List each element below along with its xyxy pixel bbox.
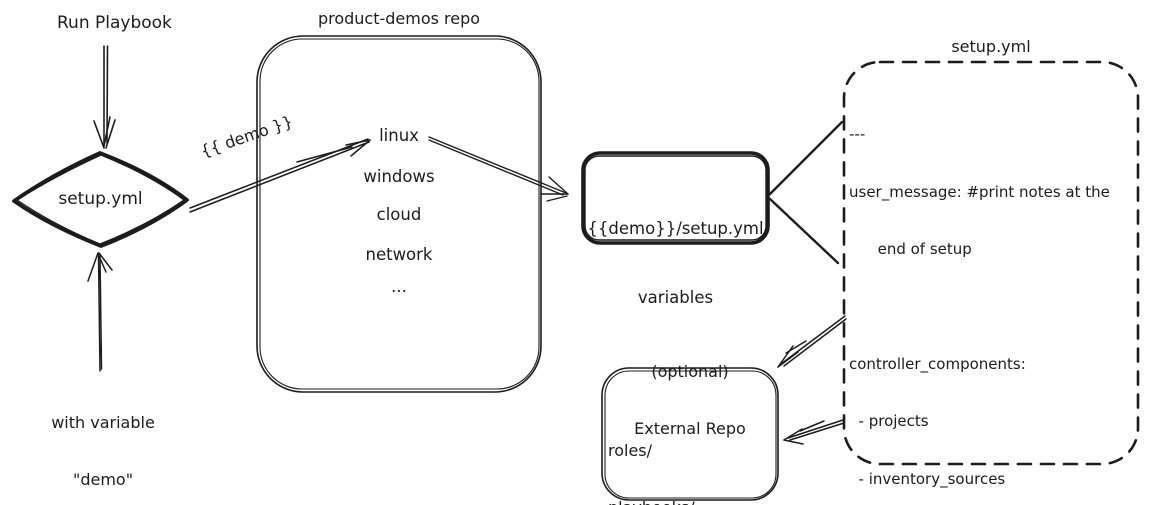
with-variable-line2: "demo" [72, 470, 134, 489]
product-demos-title: product-demos repo [317, 9, 481, 28]
with-variable-arrow [87, 252, 113, 372]
yaml-line: - projects [849, 412, 929, 431]
external-repo-content: roles/ playbooks/ .... [608, 403, 695, 505]
yaml-line: --- [849, 125, 866, 144]
product-demos-item-network: network [365, 245, 433, 264]
job-templates-to-external-arrow [783, 419, 845, 445]
variables-to-setupyml-connector [768, 120, 844, 265]
yaml-line [849, 298, 1135, 317]
yaml-line: user_message: #print notes at the [849, 182, 1110, 201]
product-demos-box-shape [256, 35, 542, 393]
external-repo-title-line2: External Repo [634, 419, 746, 438]
with-variable-line1: with variable [51, 413, 155, 432]
yaml-line: - inventory_sources [849, 469, 1006, 488]
external-repo-item-playbooks: playbooks/ [608, 498, 695, 505]
with-variable-label: with variable "demo" [38, 375, 168, 505]
setup-yml-title: setup.yml [951, 37, 1031, 56]
run-playbook-arrow [93, 45, 116, 149]
projects-to-external-arrow [777, 315, 847, 368]
product-demos-item-ellipsis: ... [391, 277, 407, 296]
external-repo-title-line1: (optional) [651, 362, 729, 381]
setup-diamond-shape [12, 151, 189, 248]
linux-to-variables-arrow [428, 136, 569, 202]
demo-arrow [189, 138, 371, 213]
setup-yml-content: --- user_message: #print notes at the en… [849, 87, 1135, 505]
variables-box-line2: variables [637, 288, 714, 307]
external-repo-title: (optional) External Repo [602, 324, 778, 476]
yaml-line: end of setup [849, 240, 972, 259]
variables-box-line1: {{demo}}/setup.yml [587, 219, 764, 238]
external-repo-item-roles: roles/ [608, 441, 653, 460]
setup-diamond-label: setup.yml [58, 189, 143, 209]
external-repo-box-shape [601, 367, 779, 501]
product-demos-item-windows: windows [363, 167, 435, 186]
product-demos-item-linux: linux [379, 126, 419, 145]
setup-yml-dashed-box-shape [842, 60, 1140, 466]
product-demos-item-cloud: cloud [376, 205, 422, 224]
variables-box-shape [581, 151, 770, 245]
variables-box-label: {{demo}}/setup.yml variables [583, 171, 768, 355]
run-playbook-label: Run Playbook [57, 13, 172, 33]
yaml-line: controller_components: [849, 354, 1026, 373]
